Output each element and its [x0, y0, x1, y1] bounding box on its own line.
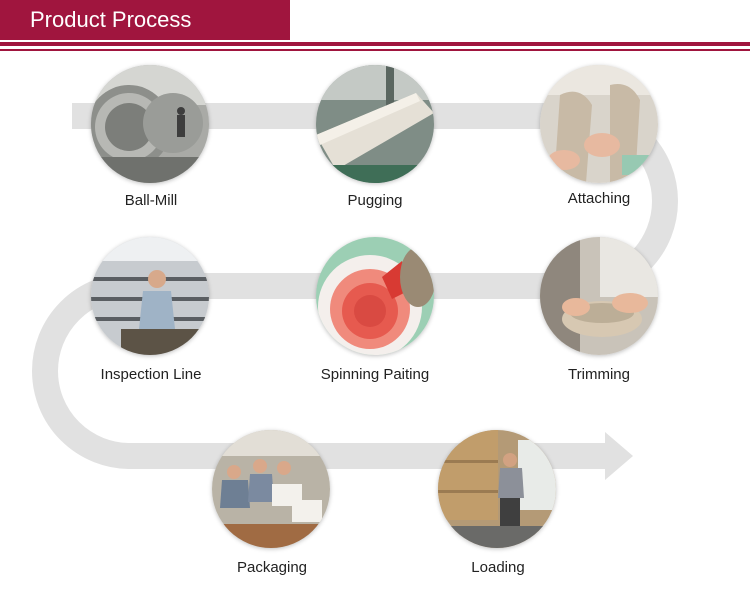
page-title: Product Process: [30, 7, 192, 32]
trimming-photo: [540, 237, 658, 355]
step-label-ball-mill: Ball-Mill: [124, 192, 178, 209]
packaging-photo: [212, 430, 330, 548]
header-tab: Product Process: [0, 0, 290, 40]
step-label-inspection-line: Inspection Line: [100, 366, 202, 383]
step-label-pugging: Pugging: [347, 192, 403, 209]
inspection-line-photo: [91, 237, 209, 355]
ball-mill-photo: [91, 65, 209, 183]
step-label-spinning-painting: Spinning Paiting: [320, 366, 430, 383]
header-divider: [0, 42, 750, 46]
loading-photo: [438, 430, 556, 548]
pugging-photo: [316, 65, 434, 183]
step-label-attaching: Attaching: [567, 190, 631, 207]
step-label-loading: Loading: [471, 559, 525, 576]
header-divider-thin: [0, 49, 750, 51]
arrow-head-icon: [605, 432, 633, 480]
step-label-packaging: Packaging: [236, 559, 308, 576]
attaching-photo: [540, 65, 658, 183]
spinning-painting-photo: [316, 237, 434, 355]
step-label-trimming: Trimming: [568, 366, 630, 383]
